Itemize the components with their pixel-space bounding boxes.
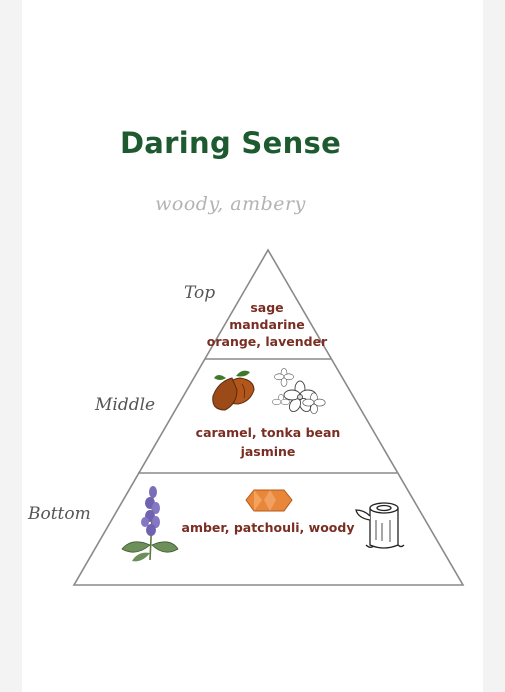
tier-label-top: Top	[184, 283, 216, 303]
note-line: orange, lavender	[206, 334, 328, 349]
fragrance-card	[22, 0, 483, 692]
middle-notes: caramel, tonka bean jasmine	[178, 423, 358, 461]
perfume-family: woody, ambery	[155, 193, 306, 215]
tier-label-bottom: Bottom	[28, 504, 91, 524]
lavender-sprig-icon	[121, 486, 179, 562]
note-line: caramel, tonka bean	[195, 425, 341, 440]
amber-stone-icon	[245, 489, 293, 512]
perfume-title: Daring Sense	[119, 126, 342, 160]
jasmine-flower-icon	[271, 368, 326, 415]
cocoa-pod-icon	[212, 370, 255, 411]
note-line: mandarine	[229, 317, 305, 332]
tier-label-middle: Middle	[95, 395, 156, 415]
wood-log-icon	[355, 502, 405, 549]
bottom-notes: amber, patchouli, woody	[178, 519, 358, 536]
note-line: jasmine	[240, 444, 296, 459]
note-line: amber, patchouli, woody	[181, 520, 355, 535]
top-notes: sage mandarine orange, lavender	[200, 299, 334, 350]
note-line: sage	[250, 300, 284, 315]
pyramid-outline	[72, 248, 465, 586]
